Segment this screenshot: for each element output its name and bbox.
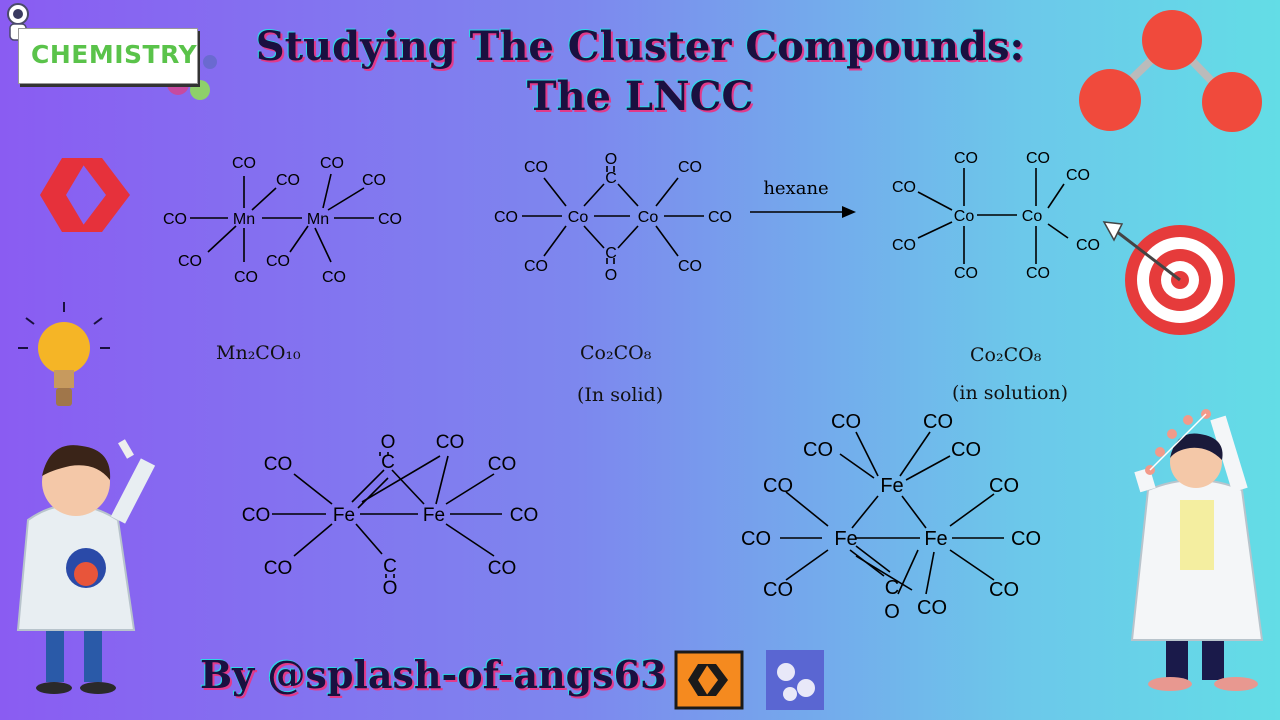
atom-label: CO (803, 439, 833, 461)
co2co8-solid-note: (In solid) (577, 384, 664, 406)
atom-label: C (383, 556, 397, 577)
molecule-icon (1079, 10, 1262, 132)
atom-label: CO (362, 172, 386, 189)
atom-label: CO (264, 558, 293, 579)
atom-label: CO (954, 150, 978, 167)
title-line-2: The LNCC (526, 73, 754, 120)
atom-label: Fe (333, 505, 355, 526)
atom-label: CO (741, 528, 771, 550)
chemistry-badge: CHEMISTRY (18, 28, 198, 84)
atom-label: CO (524, 258, 548, 275)
atom-label: CO (524, 159, 548, 176)
atom-label: CO (678, 258, 702, 275)
atom-label: CO (951, 439, 981, 461)
atom-label: CO (378, 211, 402, 228)
bond-lines (190, 166, 1069, 595)
atom-label: CO (322, 269, 346, 286)
atom-label: CO (232, 155, 256, 172)
atom-label: CO (763, 579, 793, 601)
community-logo-icon (766, 650, 824, 710)
atom-label: CO (989, 579, 1019, 601)
atom-label: Co (638, 209, 659, 226)
atom-label: O (884, 601, 900, 623)
atom-labels-fe3: Fe Fe Fe CO CO CO CO CO CO CO CO CO CO C… (741, 411, 1041, 623)
atom-label: CO (989, 475, 1019, 497)
scientist-right-icon (1130, 409, 1264, 691)
hive-footer-logo-icon (674, 650, 744, 710)
atom-label: Fe (880, 475, 903, 497)
atom-label: CO (320, 155, 344, 172)
atom-label: CO (892, 179, 916, 196)
atom-label: CO (1066, 167, 1090, 184)
atom-label: Co (954, 208, 975, 225)
atom-label: Fe (423, 505, 445, 526)
atom-label: CO (436, 432, 465, 453)
scientist-left-icon (16, 439, 156, 694)
atom-label: Co (1022, 208, 1043, 225)
atom-label: CO (1011, 528, 1041, 550)
atom-label: C (605, 245, 617, 262)
atom-label: Fe (834, 528, 857, 550)
atom-label: CO (266, 253, 290, 270)
atom-label: Mn (233, 211, 255, 228)
atom-label: CO (763, 475, 793, 497)
atom-label: CO (494, 209, 518, 226)
atom-label: CO (831, 411, 861, 433)
atom-label: CO (678, 159, 702, 176)
atom-label: Co (568, 209, 589, 226)
author-byline: By @splash-of-angs63 (200, 652, 667, 697)
mn2co10-caption: Mn₂CO₁₀ (216, 342, 301, 364)
atom-label: CO (242, 505, 271, 526)
atom-label: CO (708, 209, 732, 226)
atom-label: CO (1026, 265, 1050, 282)
atom-labels-small: CO Mn Mn CO CO CO CO CO CO CO CO CO CO C… (163, 150, 1100, 286)
atom-label: CO (488, 558, 517, 579)
co2co8-solid-caption: Co₂CO₈ (580, 342, 652, 364)
atom-label: CO (917, 597, 947, 619)
co2co8-solution-caption: Co₂CO₈ (970, 344, 1042, 366)
atom-label: CO (923, 411, 953, 433)
atom-label: C (605, 170, 617, 187)
arrow-label: hexane (763, 178, 828, 199)
atom-label: O (381, 432, 396, 453)
target-icon (1102, 221, 1235, 335)
badge-label: CHEMISTRY (31, 40, 198, 69)
atom-label: CO (163, 211, 187, 228)
atom-label: CO (178, 253, 202, 270)
atom-label: C (885, 577, 899, 599)
atom-label: CO (1026, 150, 1050, 167)
atom-label: CO (1076, 237, 1100, 254)
atom-label: O (605, 267, 617, 284)
atom-label: Fe (924, 528, 947, 550)
atom-label: CO (954, 265, 978, 282)
atom-label: CO (234, 269, 258, 286)
atom-label: CO (510, 505, 539, 526)
atom-label: C (381, 452, 395, 473)
lightbulb-icon (18, 302, 110, 406)
atom-label: CO (264, 454, 293, 475)
atom-label: Mn (307, 211, 329, 228)
atom-label: CO (488, 454, 517, 475)
reaction-arrowhead (842, 206, 856, 218)
title-line-1: Studying The Cluster Compounds: (255, 23, 1025, 70)
atom-label: CO (276, 172, 300, 189)
atom-labels-fe2: CO Fe Fe CO CO CO CO CO O C CO C O (242, 432, 539, 599)
page-title: Studying The Cluster Compounds: The LNCC (200, 22, 1080, 122)
co2co8-solution-note: (in solution) (952, 382, 1069, 404)
hive-logo-icon (40, 158, 130, 232)
atom-label: O (605, 151, 617, 168)
atom-label: CO (892, 237, 916, 254)
atom-label: O (383, 578, 398, 599)
